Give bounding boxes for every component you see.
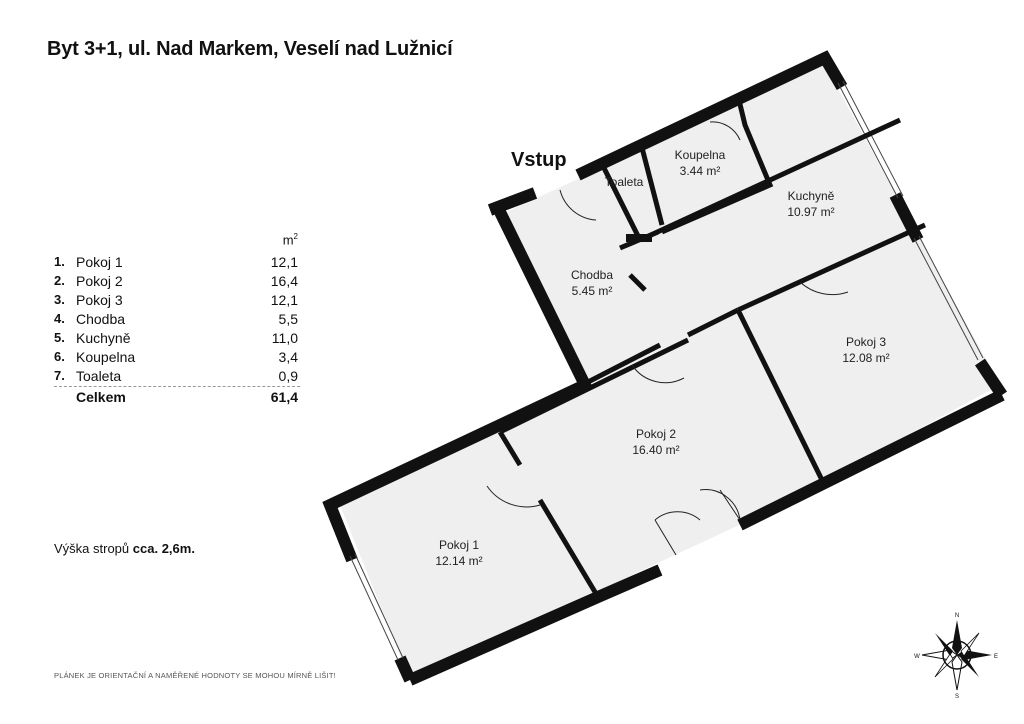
page-title: Byt 3+1, ul. Nad Markem, Veselí nad Lužn… xyxy=(47,38,453,60)
compass-n: N xyxy=(955,613,959,619)
room-name-chodba: Chodba xyxy=(571,268,613,282)
table-divider xyxy=(54,386,300,387)
room-name-pokoj2: Pokoj 2 xyxy=(636,427,676,441)
floor-fill xyxy=(340,65,1000,680)
room-area-koupelna: 3.44 m² xyxy=(680,164,721,178)
interior-walls xyxy=(497,95,927,599)
entry-label: Vstup xyxy=(511,149,567,171)
room-name-toaleta: Toaleta xyxy=(605,175,644,189)
unit-header: m2 xyxy=(282,232,298,248)
room-area-chodba: 5.45 m² xyxy=(572,284,613,298)
room-area-kuchyne: 10.97 m² xyxy=(787,205,834,219)
room-name-koupelna: Koupelna xyxy=(675,148,726,162)
compass-s: S xyxy=(955,694,959,700)
room-name-pokoj3: Pokoj 3 xyxy=(846,335,886,349)
room-name-kuchyne: Kuchyně xyxy=(788,189,835,203)
room-area-pokoj1: 12.14 m² xyxy=(435,554,482,568)
disclaimer: PLÁNEK JE ORIENTAČNÍ A NAMĚŘENÉ HODNOTY … xyxy=(54,671,336,680)
compass-w: W xyxy=(914,654,920,660)
compass-rose-icon: N S E W xyxy=(914,613,998,700)
compass-e: E xyxy=(994,654,998,660)
toilet-fixture xyxy=(626,234,652,242)
door-swings xyxy=(486,121,849,556)
room-area-pokoj3: 12.08 m² xyxy=(842,351,889,365)
room-name-pokoj1: Pokoj 1 xyxy=(439,538,479,552)
ceiling-height: Výška stropů cca. 2,6m. xyxy=(54,541,195,556)
windows xyxy=(349,80,984,661)
room-area-pokoj2: 16.40 m² xyxy=(632,443,679,457)
